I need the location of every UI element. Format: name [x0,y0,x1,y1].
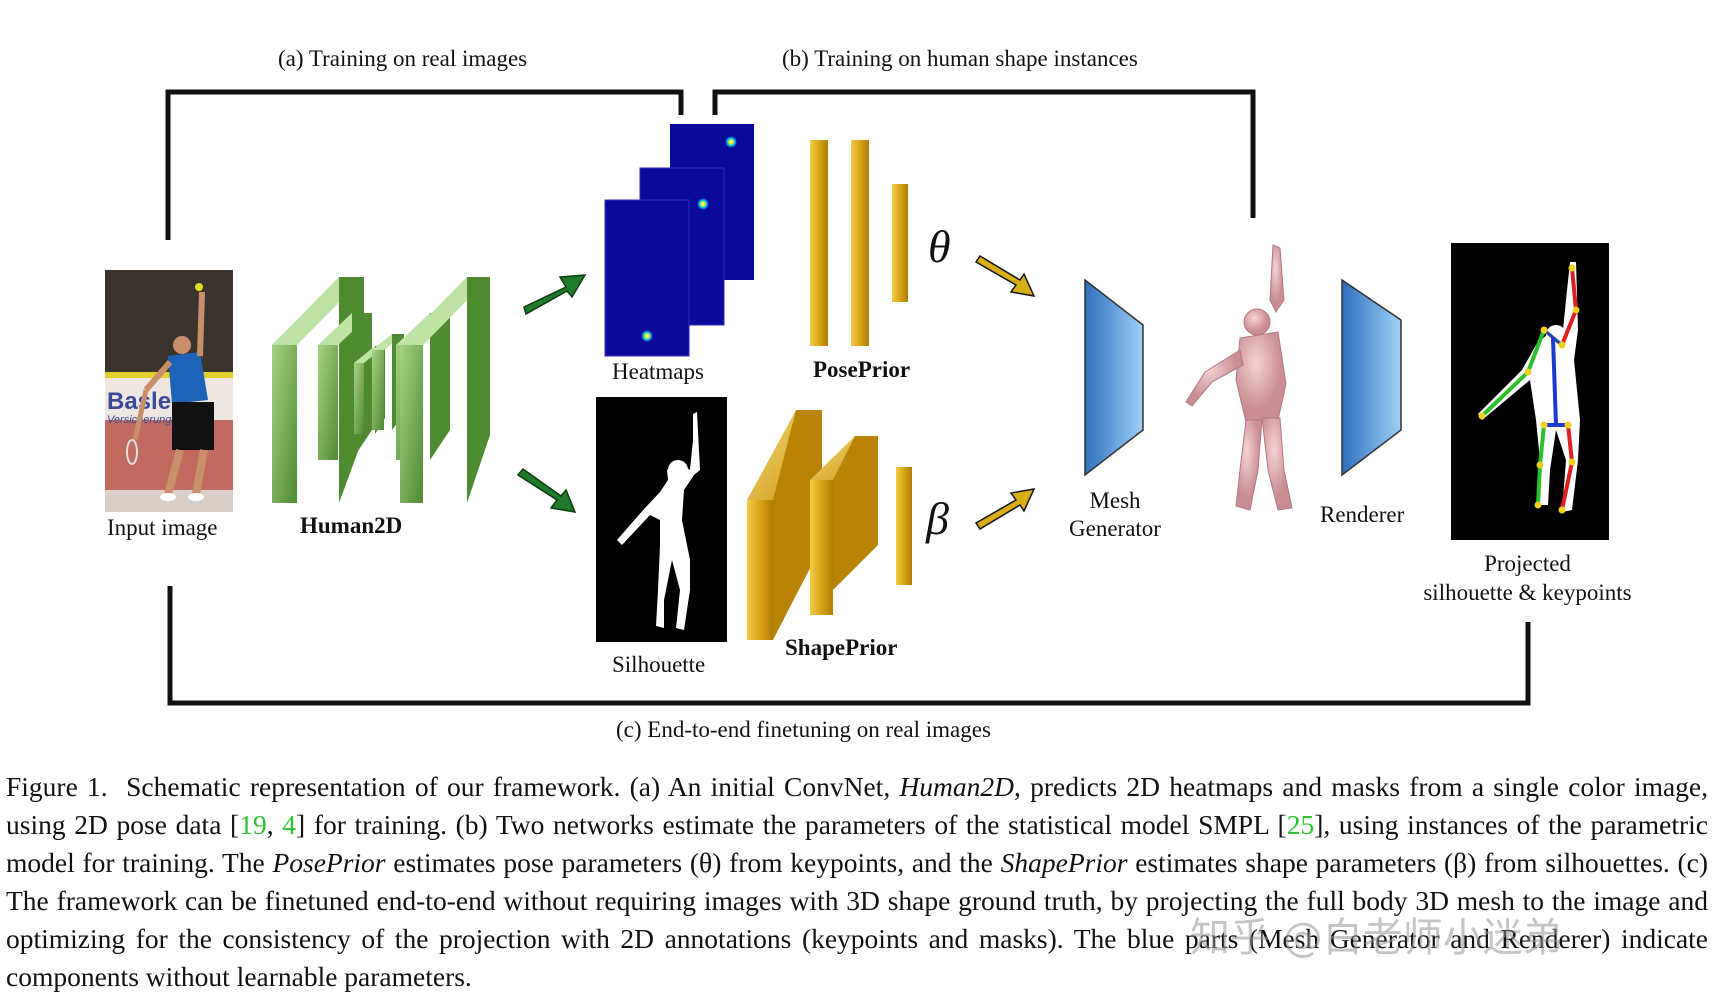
green-arrow-down [516,467,577,513]
caption-ref-4[interactable]: 4 [282,809,297,840]
label-heatmaps: Heatmaps [612,359,704,384]
caption-poseprior: PosePrior [272,847,386,878]
caption-human2d: Human2D [899,771,1015,802]
caption-ref-sep: , [266,809,283,840]
label-mesh-line2: Generator [1069,516,1161,541]
caption-text-1: Schematic representation of our framewor… [126,771,891,802]
green-arrow-up [523,274,587,316]
label-poseprior: PosePrior [813,357,911,382]
label-shapeprior: ShapePrior [785,635,898,660]
watermark: 知乎 @白老师小迷弟 [1190,915,1563,961]
bracket-a [165,89,684,240]
3d-mesh-body [1185,244,1293,511]
caption-fig-number: Figure 1. [6,771,108,802]
label-training-real: (a) Training on real images [278,46,528,71]
figure-caption: Figure 1. Schematic representation of ou… [6,768,1708,996]
label-theta: θ [928,221,951,272]
caption-shapeprior: ShapePrior [1000,847,1128,878]
human2d-network [272,277,490,503]
heatmaps-stack [604,124,754,357]
label-silhouette: Silhouette [612,652,706,677]
caption-text-4: ], using instances of the parametric mod… [6,809,1708,878]
poseprior-network [810,140,908,346]
mesh-generator-block [1084,278,1144,477]
label-beta: β [926,493,949,544]
label-finetune: (c) End-to-end finetuning on real images [616,717,991,742]
label-projected-line2: silhouette & keypoints [1423,580,1632,605]
silhouette-panel [596,397,727,642]
shapeprior-network [747,410,912,640]
label-input-image: Input image [107,515,218,540]
caption-ref-25[interactable]: 25 [1286,809,1315,840]
caption-text-3: ] for training. (b) Two networks estimat… [296,809,1287,840]
bracket-b [712,89,1256,218]
label-mesh-line1: Mesh [1089,488,1141,513]
renderer-block [1341,278,1402,477]
framework-figure: Basle Versicherunge [105,89,1609,706]
caption-text-6: estimates shape parameters (β) from silh… [6,847,1709,992]
label-human2d: Human2D [300,513,403,538]
photo-text-small: Versicherunge [107,414,178,426]
caption-ref-19[interactable]: 19 [239,809,267,840]
label-renderer: Renderer [1320,502,1405,527]
input-photo: Basle Versicherunge [105,270,233,512]
gold-arrow-theta [974,254,1036,297]
label-projected-line1: Projected [1484,551,1571,576]
caption-text-5: estimates pose parameters (θ) from keypo… [393,847,993,878]
projected-panel [1451,243,1609,540]
bracket-c [167,586,1531,706]
label-training-shape: (b) Training on human shape instances [782,46,1138,71]
caption-text-2: , predicts 2D heatmaps and masks from a … [6,771,1709,840]
gold-arrow-beta [974,488,1036,531]
